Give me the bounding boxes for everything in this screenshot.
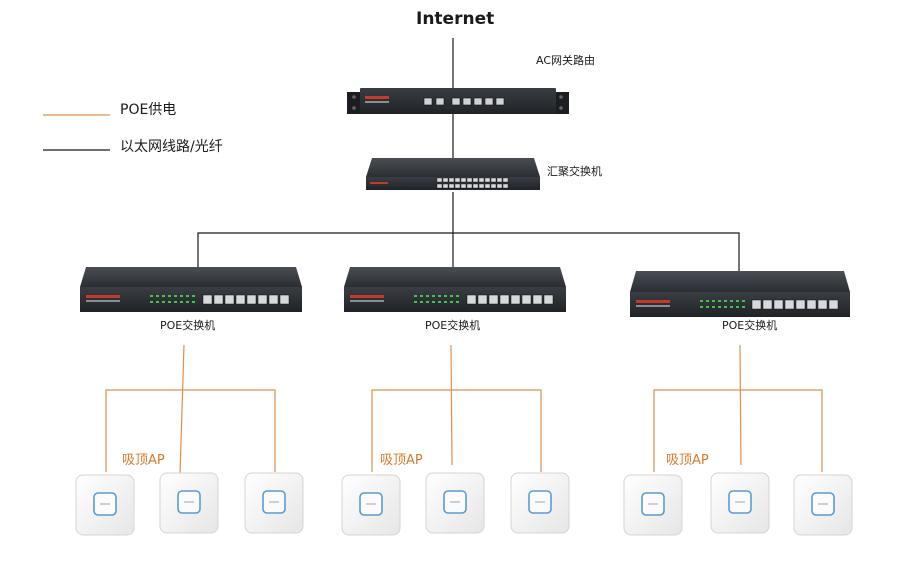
- poe-trunk-1: [179, 344, 185, 476]
- aggregation-switch-label: 汇聚交换机: [547, 165, 602, 178]
- ceiling-ap-6: [510, 472, 570, 534]
- ceiling-ap-7: [623, 474, 683, 536]
- legend-ethernet-label: 以太网线路/光纤: [120, 139, 223, 155]
- ceiling-ap-1: [75, 474, 135, 536]
- ceiling-ap-5: [425, 472, 485, 534]
- poe-switch-label-3: POE交换机: [722, 319, 778, 332]
- poe-links: [105, 344, 823, 476]
- poe-branch-3: [653, 389, 823, 472]
- aggregation-switch: [366, 158, 540, 190]
- ac-router-label: AC网关路由: [536, 54, 596, 67]
- ceiling-ap-2: [159, 472, 219, 534]
- ceiling-ap-label-2: 吸顶AP: [380, 453, 423, 468]
- ceiling-ap-4: [341, 474, 401, 536]
- ceiling-ap-3: [244, 472, 304, 534]
- poe-switch-label-2: POE交换机: [425, 319, 481, 332]
- legend-poe-label: POE供电: [120, 102, 177, 118]
- ceiling-ap-8: [710, 472, 770, 534]
- ac-router: [347, 88, 569, 114]
- ethernet-links: [197, 38, 740, 272]
- poe-branch-2: [371, 389, 542, 472]
- link-aggregation-bus: [197, 232, 740, 272]
- poe-branch-1: [105, 389, 276, 472]
- ceiling-ap-label-1: 吸顶AP: [122, 453, 165, 468]
- poe-switch-label-1: POE交换机: [160, 319, 216, 332]
- poe-switch-2: [344, 267, 566, 312]
- internet-label: Internet: [416, 9, 495, 29]
- poe-switch-1: [80, 267, 302, 312]
- ceiling-ap-label-3: 吸顶AP: [666, 453, 709, 468]
- poe-trunk-3: [739, 344, 742, 466]
- poe-trunk-2: [450, 344, 453, 466]
- poe-switch-3: [630, 271, 850, 317]
- ceiling-ap-9: [793, 474, 853, 536]
